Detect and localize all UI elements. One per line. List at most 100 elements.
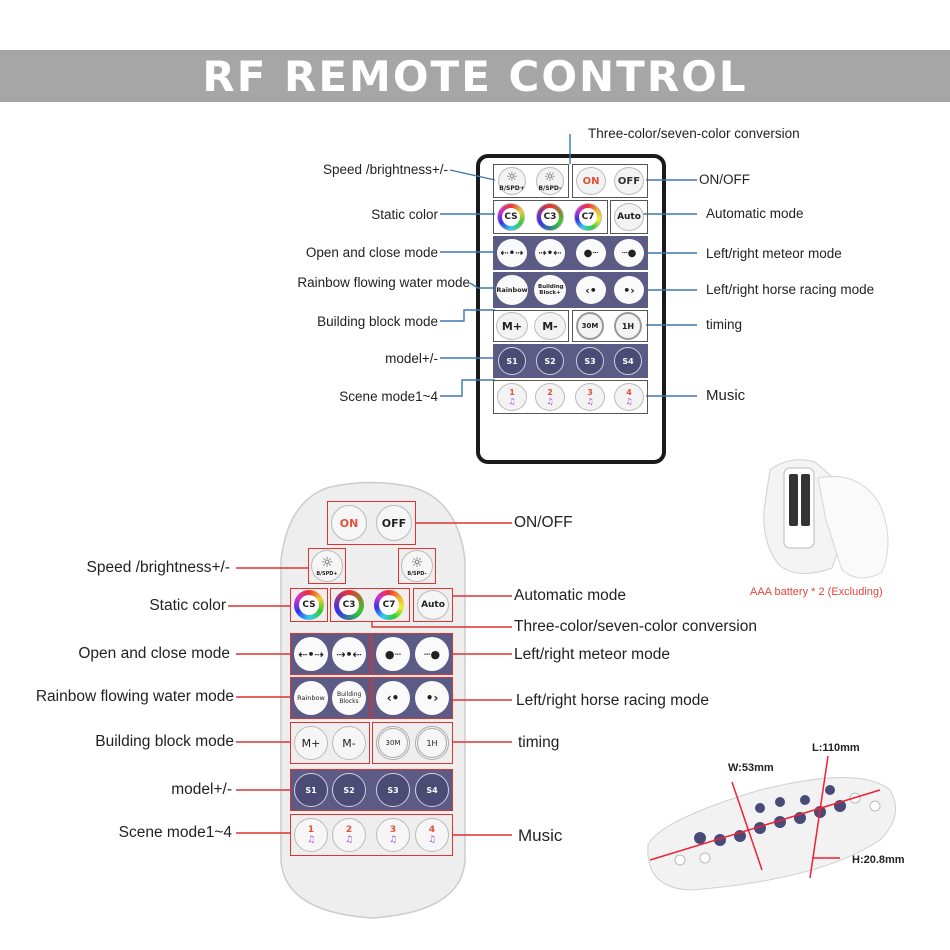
dimension-illustration (647, 755, 897, 891)
top-music3-button[interactable]: 3♫ (575, 383, 605, 411)
top-s1-button[interactable]: S1 (498, 347, 526, 375)
bottom-box-horse (372, 677, 453, 719)
bottom-auto-button[interactable]: Auto (417, 590, 449, 620)
horse-left-icon: ‹• (386, 691, 400, 705)
bottom-m-plus-button[interactable]: M+ (294, 726, 328, 760)
bottom-c3-button[interactable]: C3 (334, 590, 364, 620)
auto-label: Auto (617, 212, 641, 222)
t30-label: 30M (385, 739, 401, 747)
bottom-rainbow-button[interactable]: Rainbow (294, 681, 328, 715)
bottom-s4-button[interactable]: S4 (415, 773, 449, 807)
bottom-leader-lines (228, 522, 512, 836)
bottom-cs-button[interactable]: CS (294, 590, 324, 620)
bottom-label-static: Static color (149, 597, 226, 614)
bottom-meteor-left-button[interactable]: ●┄ (376, 637, 410, 671)
top-on-button[interactable]: ON (576, 167, 606, 195)
bottom-s1-button[interactable]: S1 (294, 773, 328, 807)
bottom-speed-minus-button[interactable]: ☼B/SPD- (401, 550, 433, 582)
top-m-minus-button[interactable]: M- (534, 312, 566, 340)
bottom-on-button[interactable]: ON (331, 505, 367, 541)
top-leader-lines (440, 134, 697, 397)
top-open-button[interactable]: ⇠•⇢ (497, 239, 527, 267)
top-cs-button[interactable]: CS (497, 203, 525, 231)
top-speed-plus-button[interactable]: ☼B/SPD+ (498, 167, 526, 195)
top-m-plus-button[interactable]: M+ (496, 312, 528, 340)
s2-label: S2 (343, 785, 355, 795)
top-building-button[interactable]: Building Block+ (534, 275, 566, 305)
c7-label: C7 (579, 208, 597, 226)
n4-label: 4 (626, 388, 632, 397)
bottom-music2-button[interactable]: 2♫ (332, 818, 366, 852)
top-meteor-right-button[interactable]: ┄● (614, 239, 644, 267)
top-30m-button[interactable]: 30M (576, 312, 604, 340)
t1h-label: 1H (621, 321, 635, 331)
open-close-icon: ⇠•⇢ (500, 247, 524, 259)
top-s4-button[interactable]: S4 (614, 347, 642, 375)
top-label-auto: Automatic mode (706, 206, 804, 221)
bottom-box-speed-plus (308, 548, 346, 584)
top-speed-minus-button[interactable]: ☼B/SPD- (536, 167, 564, 195)
bottom-building-button[interactable]: Building Blocks (332, 681, 366, 715)
music-note-icon: ♫ (427, 835, 437, 845)
bottom-music4-button[interactable]: 4♫ (415, 818, 449, 852)
bottom-label-building: Building block mode (95, 733, 234, 750)
top-s3-button[interactable]: S3 (576, 347, 604, 375)
m-plus-label: M+ (301, 736, 321, 750)
rainbow-label: Rainbow (496, 286, 528, 294)
top-close-button[interactable]: ⇢•⇠ (535, 239, 565, 267)
top-label-model: model+/- (385, 351, 438, 366)
bottom-1h-button[interactable]: 1H (415, 726, 449, 760)
top-1h-button[interactable]: 1H (614, 312, 642, 340)
bottom-meteor-right-button[interactable]: ┄● (415, 637, 449, 671)
bottom-speed-plus-button[interactable]: ☼B/SPD+ (311, 550, 343, 582)
battery-illustration (763, 459, 889, 579)
top-box-speed (493, 164, 569, 198)
top-music2-button[interactable]: 2♫ (535, 383, 565, 411)
bottom-m-minus-button[interactable]: M- (332, 726, 366, 760)
music-note-icon: ♫ (344, 835, 354, 845)
close-open-icon: ⇢•⇠ (336, 647, 362, 661)
dimension-height: H:20.8mm (852, 854, 905, 866)
bottom-label-open: Open and close mode (78, 645, 230, 662)
bottom-label-scene: Scene mode1~4 (118, 824, 232, 841)
bottom-label-timing: timing (518, 734, 560, 751)
cs-label: CS (299, 595, 319, 615)
dimension-length: L:110mm (812, 742, 860, 754)
bottom-close-button[interactable]: ⇢•⇠ (332, 637, 366, 671)
meteor-right-icon: ┄● (621, 247, 637, 259)
off-label: OFF (381, 516, 407, 530)
c3-label: C3 (339, 595, 359, 615)
top-rainbow-button[interactable]: Rainbow (496, 275, 528, 305)
s2-label: S2 (544, 356, 556, 366)
bottom-box-scene (290, 769, 453, 811)
s3-label: S3 (387, 785, 399, 795)
bottom-c7-button[interactable]: C7 (374, 590, 404, 620)
bottom-s3-button[interactable]: S3 (376, 773, 410, 807)
top-horse-right-button[interactable]: •› (614, 276, 644, 304)
top-c3-button[interactable]: C3 (536, 203, 564, 231)
top-horse-left-button[interactable]: ‹• (576, 276, 606, 304)
bottom-30m-button[interactable]: 30M (376, 726, 410, 760)
top-c7-button[interactable]: C7 (574, 203, 602, 231)
top-meteor-left-button[interactable]: ●┄ (576, 239, 606, 267)
top-label-onoff: ON/OFF (699, 172, 750, 187)
top-music4-button[interactable]: 4♫ (614, 383, 644, 411)
top-label-speed: Speed /brightness+/- (323, 162, 448, 177)
s1-label: S1 (506, 356, 518, 366)
top-box-music (493, 380, 648, 414)
bottom-horse-right-button[interactable]: •› (415, 681, 449, 715)
top-box-static (493, 200, 608, 234)
bottom-off-button[interactable]: OFF (376, 505, 412, 541)
top-s2-button[interactable]: S2 (536, 347, 564, 375)
top-music1-button[interactable]: 1♫ (497, 383, 527, 411)
open-close-icon: ⇠•⇢ (298, 647, 324, 661)
bottom-s2-button[interactable]: S2 (332, 773, 366, 807)
top-label-music: Music (706, 387, 746, 404)
top-off-button[interactable]: OFF (614, 167, 644, 195)
bottom-open-button[interactable]: ⇠•⇢ (294, 637, 328, 671)
bottom-horse-left-button[interactable]: ‹• (376, 681, 410, 715)
bottom-music3-button[interactable]: 3♫ (376, 818, 410, 852)
top-auto-button[interactable]: Auto (614, 203, 644, 231)
speed-minus-label: B/SPD- (407, 571, 427, 577)
bottom-music1-button[interactable]: 1♫ (294, 818, 328, 852)
